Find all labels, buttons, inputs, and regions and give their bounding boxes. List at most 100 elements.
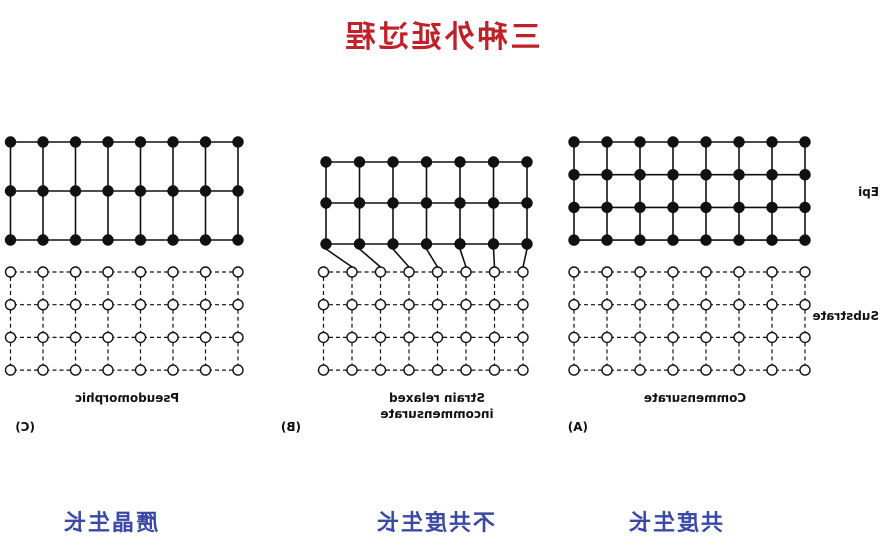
panel-a-substrate-atom — [667, 331, 679, 344]
panel-c-epi-atom — [167, 185, 179, 197]
panel-c-substrate-atom — [134, 266, 147, 278]
panel-c-epi-atom — [69, 136, 82, 148]
panel-c-substrate-atom — [167, 266, 179, 278]
panel-c-substrate-atom — [4, 266, 17, 278]
panel-b-interface-bond — [459, 248, 467, 268]
panel-c-substrate-atom — [69, 331, 82, 344]
panel-a-epi-atom — [634, 168, 646, 181]
panel-b-interface-bond — [492, 248, 496, 268]
panel-c-substrate-atom — [102, 299, 114, 311]
panel-a-epi-atom — [634, 234, 646, 246]
panel-c-substrate-atom — [4, 331, 17, 344]
panel-b-substrate-atom — [431, 266, 444, 278]
panel-b-substrate-atom — [403, 331, 415, 344]
panel-b-substrate-atom — [460, 331, 472, 344]
panel-a-epi-atom — [634, 136, 646, 148]
panel-b-substrate-atom — [374, 266, 387, 278]
panel-a-epi-atom — [568, 234, 580, 246]
panel-b-epi-atom — [454, 238, 466, 250]
panel-c-substrate-atom — [232, 299, 244, 311]
panel-b-epi-atom — [487, 197, 500, 209]
panel-a-substrate-atom — [700, 364, 712, 376]
substrate-label: Substrate — [812, 309, 879, 323]
panel-c-epi-atom — [102, 234, 114, 246]
panel-b-substrate-atom — [488, 364, 501, 376]
panel-b-chinese-label: 不共度生长 — [375, 511, 496, 536]
panel-c-substrate-atom — [37, 331, 49, 344]
panel-a-epi-atom — [634, 201, 646, 214]
panel-c-epi-atom — [134, 234, 147, 246]
panel-b-substrate-atom — [431, 364, 444, 376]
panel-a-epi-atom — [766, 201, 778, 214]
panel-a-epi-atom — [799, 234, 811, 246]
panel-b-epi-atom — [454, 156, 466, 168]
panel-a-epi-atom — [568, 136, 580, 148]
panel-a-epi-atom — [733, 234, 745, 246]
panel-b-substrate-atom — [317, 299, 330, 311]
panel-b-substrate-atom — [517, 266, 529, 278]
panel-a-substrate-atom — [568, 364, 580, 376]
panel-a-epi-atom — [799, 136, 811, 148]
panel-c-chinese-label: 赝晶生长 — [62, 511, 159, 536]
panel-c-epi-atom — [102, 136, 114, 148]
panel-b-substrate-atom — [460, 364, 472, 376]
panel-b-substrate-atom — [346, 299, 358, 311]
panel-c-epi-atom — [37, 136, 49, 148]
panel-c-substrate-atom — [134, 364, 147, 376]
panel-a-substrate-atom — [766, 299, 778, 311]
panel-c-epi-atom — [4, 234, 17, 246]
panel-b-substrate-atom — [403, 364, 415, 376]
panel-b-epi-atom — [387, 197, 399, 209]
panel-b-epi-atom — [420, 197, 433, 209]
panel-b-epi-atom — [320, 197, 332, 209]
panel-a-substrate-atom — [700, 331, 712, 344]
panel-c-letter: (C) — [15, 420, 35, 434]
panel-c-substrate-atom — [37, 364, 49, 376]
panel-b-substrate-atom — [488, 299, 501, 311]
panel-c-substrate-atom — [167, 299, 179, 311]
panel-a-epi-atom — [700, 136, 712, 148]
panel-c-substrate-atom — [199, 299, 212, 311]
panel-b-substrate-atom — [317, 266, 330, 278]
panel-a-substrate-atom — [733, 331, 745, 344]
panel-c-epi-atom — [102, 185, 114, 197]
panel-a-epi-atom — [568, 201, 580, 214]
panel-a-epi-atom — [601, 168, 613, 181]
panel-a-epi-atom — [601, 201, 613, 214]
panel-c-epi-atom — [199, 136, 212, 148]
panel-b-substrate-atom — [460, 299, 472, 311]
panel-a-substrate-atom — [667, 364, 679, 376]
panel-b-epi-atom — [420, 156, 433, 168]
panel-b-interface-bond — [522, 248, 528, 268]
panel-a-substrate-atom — [799, 266, 811, 278]
panel-b-substrate-atom — [517, 331, 529, 344]
panel-c-epi-atom — [199, 234, 212, 246]
panel-a-substrate-atom — [700, 266, 712, 278]
panel-a-epi-atom — [799, 201, 811, 214]
panel-b-substrate-atom — [517, 364, 529, 376]
panel-b-interface-bond — [358, 248, 382, 268]
panel-c-substrate-atom — [232, 364, 244, 376]
panel-b-substrate-atom — [431, 299, 444, 311]
panel-c-substrate-atom — [232, 331, 244, 344]
panel-a-substrate-atom — [568, 266, 580, 278]
panel-b-substrate-atom — [431, 331, 444, 344]
panel-c-substrate-atom — [199, 266, 212, 278]
panel-c-substrate-atom — [199, 364, 212, 376]
panel-c-epi-atom — [232, 185, 244, 197]
panel-b-epi-atom — [420, 238, 433, 250]
panel-c-substrate-atom — [134, 299, 147, 311]
panel-a-substrate-atom — [568, 331, 580, 344]
panel-b-substrate-atom — [517, 299, 529, 311]
panel-c-epi-atom — [37, 185, 49, 197]
panel-c-epi-atom — [69, 234, 82, 246]
panel-b-epi-atom — [454, 197, 466, 209]
panel-b-epi-atom — [521, 238, 533, 250]
panel-a-caption: Commensurate — [595, 390, 795, 406]
panel-b-epi-atom — [353, 238, 366, 250]
panel-c-epi-atom — [134, 136, 147, 148]
panel-c-epi-atom — [134, 185, 147, 197]
panel-a-substrate-atom — [733, 266, 745, 278]
panel-b-substrate-atom — [374, 364, 387, 376]
